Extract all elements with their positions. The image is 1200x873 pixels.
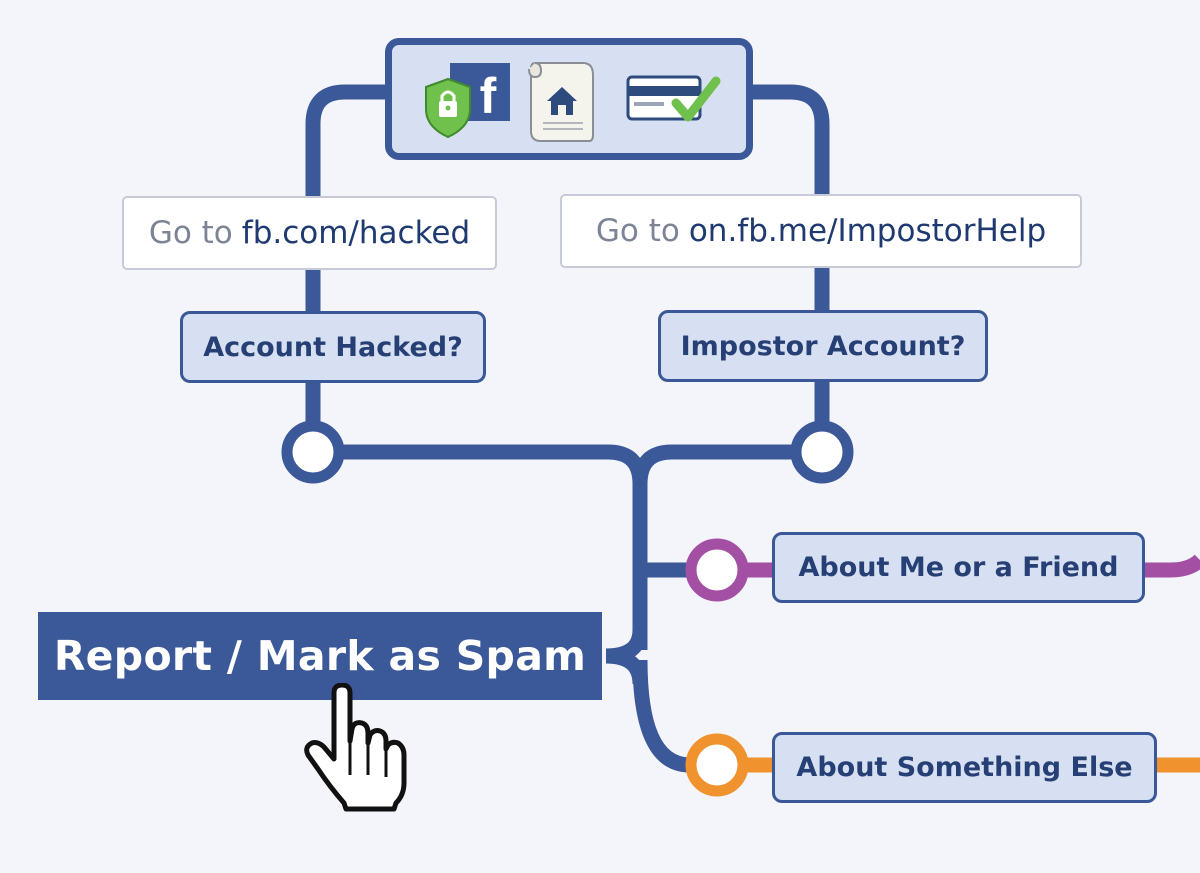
node-right xyxy=(790,420,854,484)
line-left-top xyxy=(305,84,390,425)
report-mark-spam-button[interactable]: Report / Mark as Spam xyxy=(38,612,602,700)
account-icons-panel: f xyxy=(385,38,753,160)
hand-cursor-icon xyxy=(304,683,407,812)
line-crossbar xyxy=(313,444,822,650)
svg-text:f: f xyxy=(480,68,497,124)
account-hacked-label: Account Hacked? xyxy=(203,331,463,363)
node-left xyxy=(281,420,345,484)
line-to-button xyxy=(605,629,648,685)
impostor-account-question[interactable]: Impostor Account? xyxy=(658,310,988,382)
about-me-or-friend-label: About Me or a Friend xyxy=(798,552,1119,583)
node-orange xyxy=(685,733,749,797)
impostor-link-box[interactable]: Go to on.fb.me/ImpostorHelp xyxy=(560,194,1082,268)
report-mark-spam-label: Report / Mark as Spam xyxy=(53,632,587,680)
hacked-link-box[interactable]: Go to fb.com/hacked xyxy=(122,196,497,270)
house-deed-icon xyxy=(528,62,594,142)
node-purple xyxy=(685,538,749,602)
line-branch-lower xyxy=(632,659,691,773)
impostor-link-prefix: Go to xyxy=(595,213,680,249)
line-purple xyxy=(745,554,1200,578)
hacked-link-url[interactable]: fb.com/hacked xyxy=(241,215,471,251)
impostor-link-url[interactable]: on.fb.me/ImpostorHelp xyxy=(688,213,1047,249)
line-right-top xyxy=(750,84,830,425)
impostor-account-label: Impostor Account? xyxy=(680,330,966,362)
facebook-lock-icon: f xyxy=(425,63,510,139)
card-check-icon xyxy=(626,75,721,122)
account-hacked-question[interactable]: Account Hacked? xyxy=(180,311,486,383)
about-me-or-friend-option[interactable]: About Me or a Friend xyxy=(772,532,1145,603)
about-something-else-label: About Something Else xyxy=(796,752,1133,783)
hacked-link-prefix: Go to xyxy=(148,215,233,251)
about-something-else-option[interactable]: About Something Else xyxy=(772,732,1157,803)
